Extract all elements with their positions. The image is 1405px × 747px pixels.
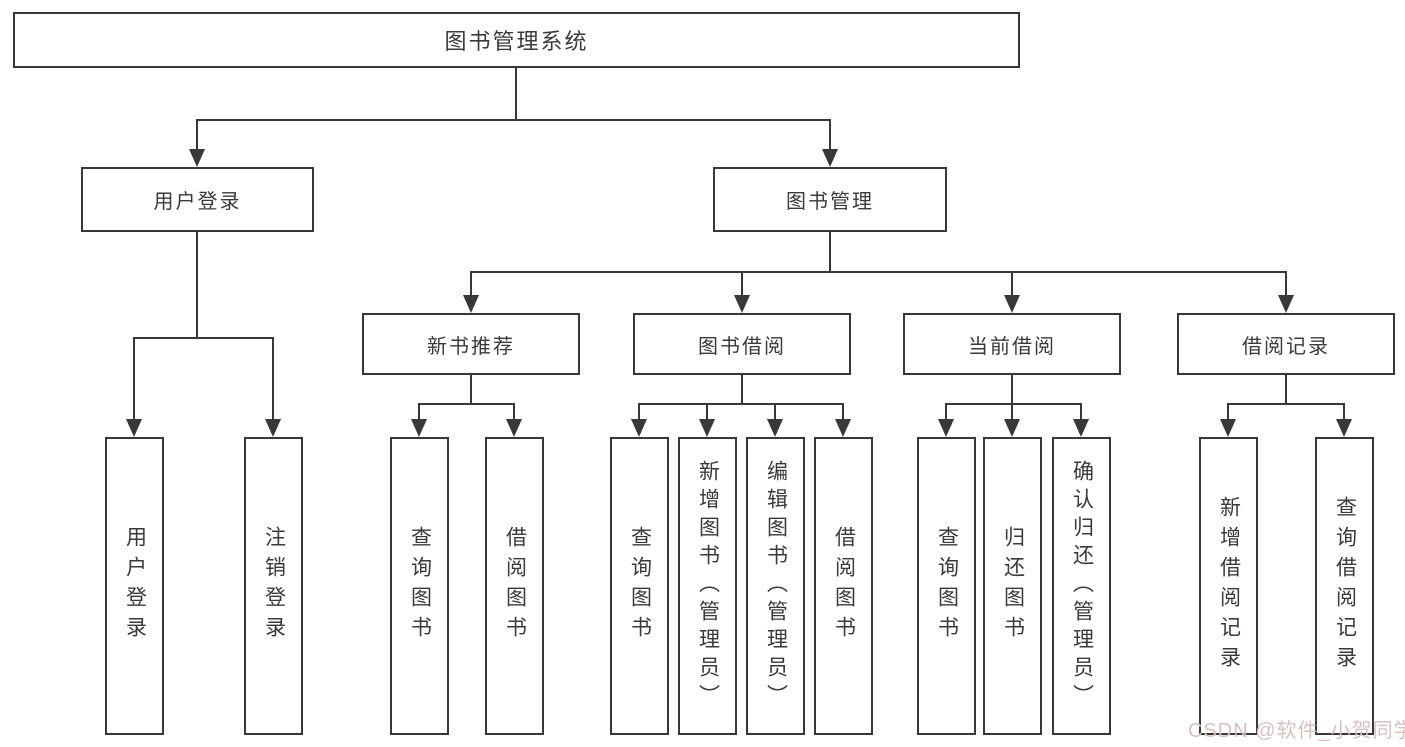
leaf-return-book: 归还图书 (983, 437, 1042, 735)
arrow-down-icon (126, 419, 142, 437)
connector-line (196, 232, 198, 339)
arrow-down-icon (699, 419, 715, 437)
leaf-query-books-recommend: 查询图书 (390, 437, 449, 735)
connector-line (774, 403, 776, 421)
arrow-down-icon (265, 419, 281, 437)
leaf-borrow-books-borrow: 借阅图书 (814, 437, 873, 735)
connector-line (470, 271, 472, 297)
arrow-down-icon (1004, 295, 1020, 313)
node-new-book-recommend: 新书推荐 (362, 313, 580, 375)
arrow-down-icon (1073, 419, 1089, 437)
leaf-borrow-books-recommend: 借阅图书 (485, 437, 544, 735)
connector-line (470, 271, 1287, 273)
leaf-query-books-current: 查询图书 (917, 437, 976, 735)
connector-line (1011, 375, 1013, 404)
connector-line (1227, 403, 1229, 421)
arrow-down-icon (938, 419, 954, 437)
node-user-login: 用户登录 (81, 167, 314, 232)
connector-line (1227, 403, 1345, 405)
connector-line (1285, 375, 1287, 404)
node-book-borrow: 图书借阅 (633, 313, 851, 375)
arrow-down-icon (1336, 419, 1352, 437)
connector-line (1080, 403, 1082, 421)
connector-line (842, 403, 844, 421)
arrow-down-icon (734, 295, 750, 313)
connector-line (515, 68, 517, 120)
connector-line (1285, 271, 1287, 297)
connector-line (741, 375, 743, 404)
connector-line (196, 119, 831, 121)
connector-line (829, 119, 831, 152)
leaf-add-borrow-record: 新增借阅记录 (1199, 437, 1258, 735)
connector-line (1011, 403, 1013, 421)
arrow-down-icon (835, 419, 851, 437)
arrow-down-icon (767, 419, 783, 437)
connector-line (272, 337, 274, 421)
connector-line (1011, 271, 1013, 297)
arrow-down-icon (463, 295, 479, 313)
arrow-down-icon (1220, 419, 1236, 437)
watermark: CSDN @软件_小贺同学 (1188, 720, 1405, 742)
leaf-user-login: 用户登录 (105, 437, 164, 735)
connector-line (133, 337, 274, 339)
connector-line (418, 403, 420, 421)
node-book-management: 图书管理 (713, 167, 947, 232)
connector-line (706, 403, 708, 421)
node-library-system: 图书管理系统 (13, 12, 1020, 68)
connector-line (638, 403, 844, 405)
connector-line (741, 271, 743, 297)
connector-line (945, 403, 947, 421)
connector-line (470, 375, 472, 404)
connector-line (196, 119, 198, 152)
connector-line (1343, 403, 1345, 421)
connector-line (133, 337, 135, 421)
leaf-confirm-return-admin: 确认归还（管理员） (1052, 437, 1111, 735)
connector-line (945, 403, 1082, 405)
arrow-down-icon (506, 419, 522, 437)
arrow-down-icon (411, 419, 427, 437)
connector-line (418, 403, 515, 405)
node-current-borrow: 当前借阅 (903, 313, 1121, 375)
connector-line (829, 232, 831, 273)
arrow-down-icon (189, 149, 205, 167)
arrow-down-icon (631, 419, 647, 437)
connector-line (638, 403, 640, 421)
leaf-logout: 注销登录 (244, 437, 303, 735)
arrow-down-icon (1004, 419, 1020, 437)
leaf-add-book-admin: 新增图书（管理员） (678, 437, 737, 735)
arrow-down-icon (822, 149, 838, 167)
connector-line (513, 403, 515, 421)
arrow-down-icon (1278, 295, 1294, 313)
leaf-query-books-borrow: 查询图书 (610, 437, 669, 735)
leaf-edit-book-admin: 编辑图书（管理员） (746, 437, 805, 735)
leaf-query-borrow-record: 查询借阅记录 (1315, 437, 1374, 735)
node-borrow-records: 借阅记录 (1177, 313, 1395, 375)
